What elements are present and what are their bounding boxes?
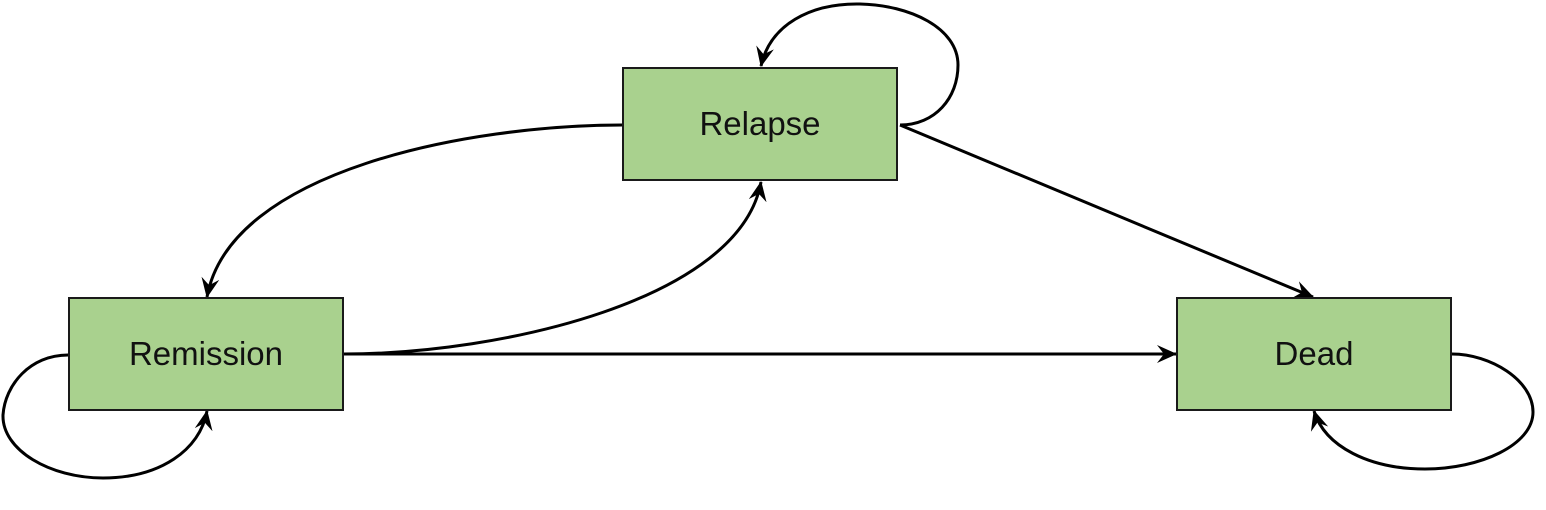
- state-remission: Remission: [68, 297, 344, 411]
- edge-remission-to-remission: [1, 353, 213, 480]
- edge-remission-to-relapse: [343, 181, 767, 356]
- state-remission-label: Remission: [128, 335, 284, 372]
- state-dead-label: Dead: [1274, 335, 1354, 372]
- edge-relapse-to-dead: [899, 123, 1314, 299]
- edge-relapse-to-relapse: [756, 2, 960, 127]
- state-relapse: Relapse: [622, 67, 898, 181]
- state-relapse-label: Relapse: [699, 105, 821, 142]
- state-dead: Dead: [1176, 297, 1452, 411]
- edge-relapse-to-remission: [201, 123, 623, 298]
- edge-dead-to-dead: [1310, 352, 1535, 471]
